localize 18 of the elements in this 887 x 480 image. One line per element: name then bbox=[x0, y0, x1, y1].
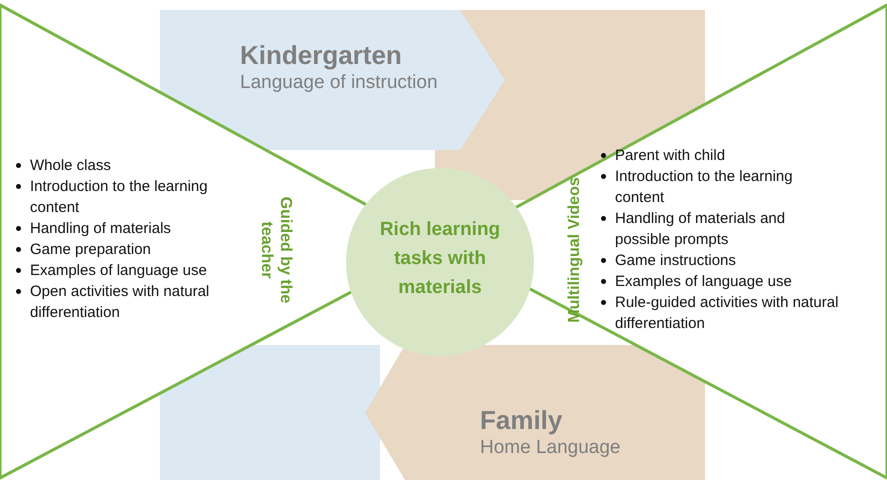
bullet-item: Game preparation bbox=[30, 241, 151, 258]
bullet-item: Handling of materials and possible prompts bbox=[615, 210, 786, 248]
band-subtitle: Language of instruction bbox=[240, 72, 438, 94]
band-heading: Family bbox=[480, 405, 562, 436]
band-heading: Kindergarten bbox=[240, 40, 402, 71]
bullet-item: Game instructions bbox=[615, 252, 736, 269]
bullet-item: Examples of language use bbox=[30, 262, 207, 279]
band-subtitle: Home Language bbox=[480, 437, 620, 459]
bullet-item: Introduction to the learning content bbox=[615, 168, 793, 206]
bullet-item: Rule-guided activities with natural differentiation bbox=[615, 294, 838, 332]
bullet-item: Whole class bbox=[30, 157, 111, 174]
bullet-item: Open activities with natural differentiation bbox=[30, 283, 210, 321]
bullet-item: Examples of language use bbox=[615, 273, 792, 290]
vertical-label: Guided by the teacher bbox=[257, 196, 295, 306]
bullet-item: Handling of materials bbox=[30, 220, 171, 237]
bullet-item: Parent with child bbox=[615, 147, 726, 164]
circle-label: Rich learning tasks with materials bbox=[378, 218, 502, 300]
bullet-item: Introduction to the learning content bbox=[30, 178, 208, 216]
